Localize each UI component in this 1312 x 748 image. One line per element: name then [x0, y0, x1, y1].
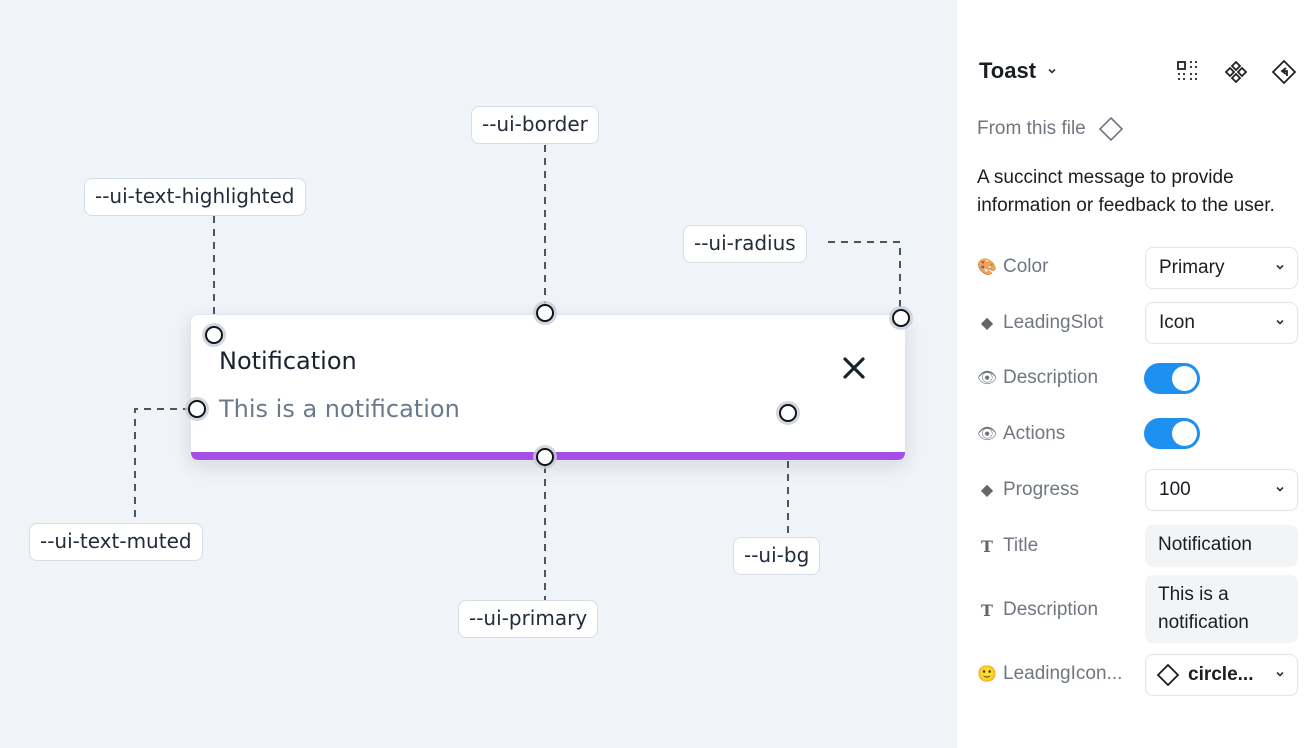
toast-description: This is a notification [219, 395, 460, 423]
leading-slot-select-value: Icon [1159, 312, 1195, 333]
token-border-label[interactable]: --ui-border [471, 106, 599, 144]
diamond-icon: ◆ [980, 482, 994, 499]
connector-text-muted [134, 408, 190, 523]
diamond-icon: ◆ [980, 315, 994, 332]
property-label-text: LeadingIcon... [1003, 663, 1123, 684]
component-name-dropdown[interactable]: Toast [979, 58, 1058, 84]
text-icon: T [981, 600, 993, 620]
close-icon[interactable] [841, 355, 867, 381]
component-icon[interactable] [1223, 59, 1249, 85]
progress-select[interactable]: 100 [1145, 469, 1298, 511]
description-input[interactable]: This is a notification [1145, 575, 1298, 643]
text-icon: T [981, 536, 993, 556]
anchor-pin-border[interactable] [536, 304, 554, 322]
toast-preview[interactable]: Notification This is a notification [190, 314, 906, 461]
toggle-knob [1172, 366, 1197, 391]
toggle-knob [1172, 421, 1197, 446]
property-label-text: Title [1003, 535, 1039, 556]
anchor-pin-primary[interactable] [536, 448, 554, 466]
grid-icon[interactable] [1175, 59, 1201, 85]
design-canvas[interactable]: --ui-border --ui-text-highlighted --ui-r… [0, 0, 957, 748]
property-label-description: 👁 Description [977, 367, 1098, 389]
property-label-text: Actions [1003, 423, 1066, 444]
token-primary-label[interactable]: --ui-primary [458, 600, 599, 638]
reset-icon[interactable] [1271, 59, 1297, 85]
leading-icon-select-value: circle... [1188, 664, 1254, 685]
property-label-text: Description [1003, 367, 1099, 388]
chevron-down-icon [1276, 671, 1284, 677]
property-label-text: Color [1003, 256, 1049, 277]
property-label-text: Progress [1003, 479, 1080, 500]
diamond-outline-icon [1156, 663, 1180, 687]
property-label-text: LeadingSlot [1003, 312, 1104, 333]
chevron-down-icon [1276, 486, 1284, 492]
anchor-pin-bg[interactable] [779, 404, 797, 422]
leading-slot-select[interactable]: Icon [1145, 302, 1298, 344]
token-bg-label[interactable]: --ui-bg [733, 537, 821, 575]
eye-icon: 👁 [977, 370, 998, 387]
smiley-icon: 🙂 [977, 666, 997, 683]
color-select-value: Primary [1159, 257, 1225, 278]
anchor-pin-radius[interactable] [892, 309, 910, 327]
chevron-down-icon [1048, 68, 1056, 74]
toast-title: Notification [219, 347, 357, 375]
property-label-leading-icon: 🙂 LeadingIcon... [977, 663, 1122, 685]
property-label-title: T Title [977, 535, 1038, 557]
property-label-text: Description [1003, 599, 1099, 620]
description-toggle[interactable] [1144, 363, 1200, 394]
source-row: From this file [977, 116, 1124, 142]
property-label-description-text: T Description [977, 599, 1098, 621]
property-label-leading-slot: ◆ LeadingSlot [977, 312, 1104, 334]
component-description: A succinct message to provide informatio… [977, 167, 1275, 216]
color-select[interactable]: Primary [1145, 247, 1298, 289]
component-name: Toast [979, 58, 1037, 83]
title-input[interactable]: Notification [1145, 525, 1298, 567]
token-text-highlighted-label[interactable]: --ui-text-highlighted [84, 178, 306, 216]
property-label-color: 🎨 Color [977, 256, 1048, 278]
token-radius-label[interactable]: --ui-radius [683, 225, 807, 263]
eye-icon: 👁 [977, 426, 998, 443]
source-label: From this file [977, 118, 1086, 139]
diamond-outline-icon [1098, 116, 1123, 142]
anchor-pin-text-highlighted[interactable] [205, 326, 223, 344]
chevron-down-icon [1276, 264, 1284, 270]
property-label-actions: 👁 Actions [977, 423, 1065, 445]
progress-select-value: 100 [1159, 479, 1191, 500]
token-connectors [134, 145, 901, 600]
chevron-down-icon [1276, 319, 1284, 325]
connector-radius [828, 241, 901, 310]
property-label-progress: ◆ Progress [977, 479, 1079, 501]
palette-icon: 🎨 [977, 259, 997, 276]
actions-toggle[interactable] [1144, 418, 1200, 449]
anchor-pin-text-muted[interactable] [188, 400, 206, 418]
token-text-muted-label[interactable]: --ui-text-muted [29, 523, 203, 561]
leading-icon-select[interactable]: circle... [1145, 654, 1298, 696]
